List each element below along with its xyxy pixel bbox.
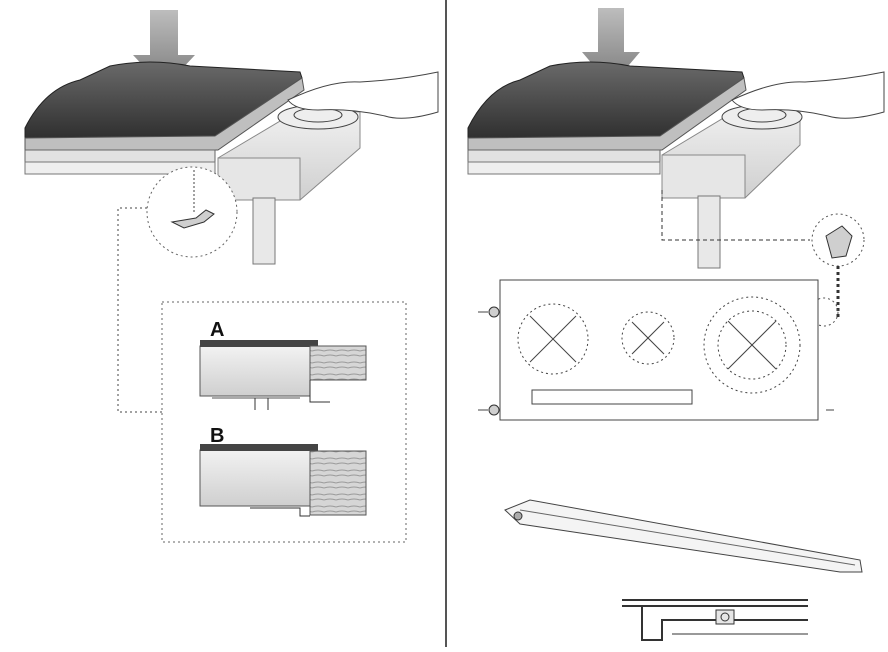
support-post — [697, 195, 721, 269]
detail-b-cross-section — [199, 444, 367, 517]
bracket-detail — [622, 599, 808, 641]
seal-strip-icon — [825, 225, 853, 259]
hob-cooktop — [24, 61, 305, 175]
figure-label-a: A — [210, 319, 225, 341]
control-panel-strip — [531, 389, 693, 405]
leader-line — [117, 207, 162, 413]
leader-line — [661, 190, 810, 241]
mounting-clip-icon — [170, 209, 215, 229]
figure-label-b: B — [210, 425, 225, 447]
corner-magnifier — [809, 297, 839, 327]
hand-with-pan — [721, 71, 885, 130]
hob-cooktop — [467, 61, 747, 175]
left-panel — [24, 10, 439, 543]
cooking-zone — [703, 296, 801, 394]
cooking-zone — [517, 303, 589, 375]
right-panel — [467, 8, 885, 641]
fixing-screw-icon — [478, 306, 500, 318]
detail-box — [161, 301, 407, 543]
countertop-block — [217, 107, 361, 201]
clip-detail-magnifier — [146, 166, 238, 258]
hob-top-view — [499, 279, 819, 421]
support-post — [252, 197, 276, 265]
hob-side-profile — [504, 499, 863, 573]
screw-icon — [720, 612, 730, 622]
detail-a-cross-section — [199, 340, 367, 410]
cooking-zone — [621, 311, 675, 365]
fixing-screw-icon — [478, 404, 500, 416]
hand-with-pan — [277, 71, 439, 130]
